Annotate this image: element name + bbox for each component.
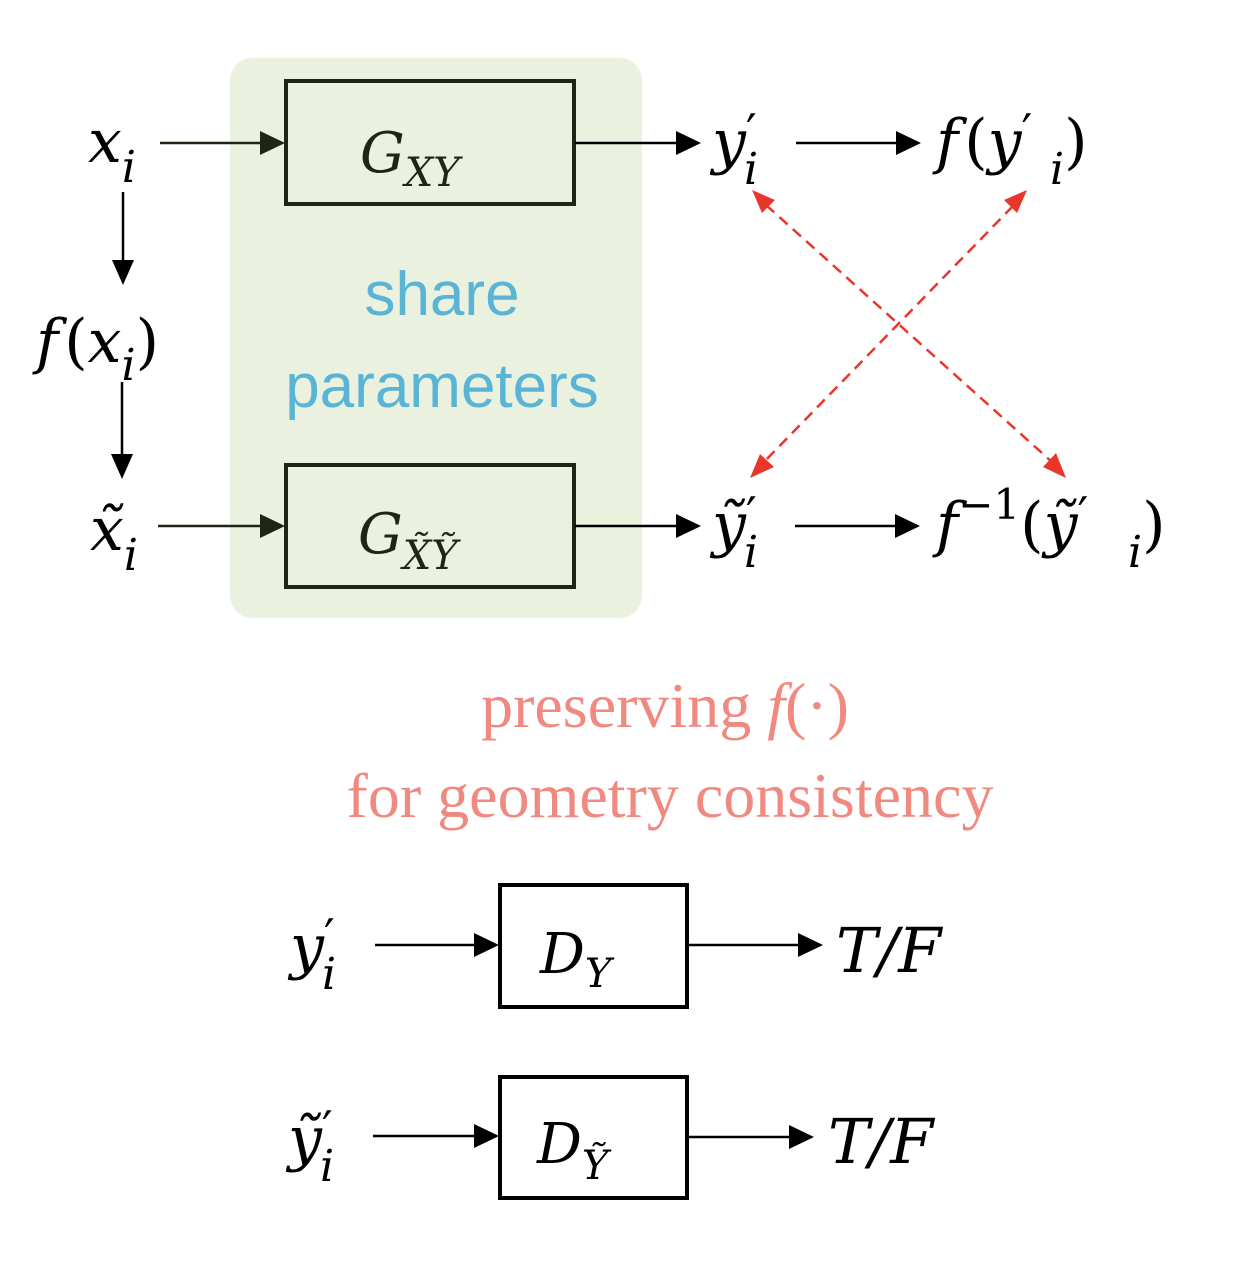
- y-tilde-prime-i-label: ỹ′i: [709, 487, 758, 578]
- discriminator-1-input-base: y: [287, 912, 325, 982]
- arrow-fx-to-x-tilde: [111, 382, 133, 479]
- generator-x-tilde-y-tilde-base: G: [358, 502, 403, 567]
- share-label: share: [364, 260, 519, 329]
- discriminator-1-label: DY: [539, 922, 615, 997]
- shared-parameters-panel: [230, 58, 642, 618]
- arrow-from-discriminator-1: [688, 933, 823, 957]
- y-prime-i-label: y′i: [709, 104, 758, 195]
- arrow-x-to-generator: [160, 131, 285, 155]
- arrow-x-tilde-to-generator: [158, 514, 285, 538]
- caption-preserving: preserving: [481, 670, 767, 741]
- f-of-y-prime-label: f(y′ i): [932, 104, 1088, 195]
- consistency-arrow-f-y-prime-to-y-tilde-prime: [750, 190, 1027, 478]
- discriminator-2-box: [498, 1075, 689, 1200]
- f-of-x-i-open: (: [64, 307, 87, 377]
- f-of-x-i-label: f(xi): [32, 307, 159, 391]
- x-tilde-i-sub: i: [124, 530, 138, 581]
- f-of-y-prime-close: ): [1064, 107, 1087, 177]
- x-tilde-i-base: x̃: [90, 495, 124, 565]
- f-of-x-i-sub: i: [121, 340, 135, 391]
- f-of-y-prime-sub: i: [1050, 144, 1064, 195]
- discriminator-2-sub: Ỹ: [582, 1142, 612, 1189]
- f-of-y-prime-sup: ′: [1022, 104, 1033, 160]
- f-of-x-i-base: x: [88, 307, 122, 377]
- f-inverse-open: (: [1020, 490, 1043, 560]
- caption-line-2: for geometry consistency: [347, 760, 994, 831]
- generator-xy-label: GXY: [360, 121, 463, 196]
- discriminator-1-input-label: y′i: [287, 909, 336, 1000]
- generator-x-tilde-y-tilde-label: GX̃Ỹ: [358, 502, 461, 579]
- discriminator-1-input-sup: ′: [324, 909, 335, 965]
- f-of-x-i-close: ): [136, 307, 159, 377]
- discriminator-2-input-base: ỹ: [285, 1104, 323, 1174]
- arrow-from-discriminator-2: [688, 1125, 814, 1149]
- x-tilde-i-label: x̃i: [90, 495, 138, 581]
- discriminator-2-input-sub: i: [320, 1141, 334, 1192]
- discriminator-2-input-sup: ′: [322, 1101, 333, 1157]
- f-of-y-prime-base: y: [985, 107, 1023, 177]
- generator-x-tilde-y-tilde-sub: X̃Ỹ: [400, 532, 461, 579]
- f-inverse-base: ỹ: [1041, 490, 1079, 560]
- f-of-y-prime-open: (: [964, 107, 987, 177]
- x-i-base: x: [88, 107, 122, 177]
- consistency-arrow-y-prime-to-f-inverse: [752, 190, 1066, 478]
- discriminator-1-box: [498, 883, 689, 1009]
- y-prime-i-sub: i: [744, 144, 758, 195]
- arrow-y-tilde-prime-to-f-inverse: [795, 514, 920, 538]
- discriminator-1-sub: Y: [585, 951, 615, 997]
- discriminator-2-label: DỸ: [536, 1112, 612, 1189]
- generator-xy-sub: XY: [402, 150, 463, 196]
- arrow-generator-to-y-tilde-prime: [575, 514, 701, 538]
- generator-x-tilde-y-tilde-box: [284, 463, 576, 589]
- f-inverse-close: ): [1142, 490, 1165, 560]
- discriminator-2-input-label: ỹ′i: [285, 1101, 334, 1192]
- y-tilde-prime-i-sub: i: [744, 527, 758, 578]
- generator-xy-box: [284, 79, 576, 206]
- arrow-y-prime-to-f: [796, 131, 921, 155]
- y-tilde-prime-i-base: ỹ: [709, 490, 747, 560]
- discriminator-1-input-sub: i: [322, 949, 336, 1000]
- y-prime-i-sup: ′: [746, 104, 757, 160]
- x-i-sub: i: [122, 142, 136, 193]
- x-i-label: xi: [88, 107, 136, 193]
- arrow-x-to-fx: [112, 192, 134, 285]
- discriminator-2-output: T/F: [828, 1105, 935, 1178]
- f-of-y-prime-fn: f: [932, 107, 968, 177]
- discriminator-1-base: D: [539, 922, 585, 987]
- f-inverse-of-y-tilde-prime-label: f−1(ỹ′i): [932, 480, 1166, 578]
- arrow-to-discriminator-1: [375, 933, 499, 957]
- y-tilde-prime-i-sup: ′: [746, 487, 757, 543]
- f-inverse-sup: −1: [958, 480, 1020, 529]
- f-of-x-i-fn: f: [32, 307, 68, 377]
- generator-xy-base: G: [360, 121, 405, 186]
- caption-line-1: preserving f(·): [481, 670, 849, 741]
- parameters-label: parameters: [285, 352, 599, 421]
- f-inverse-arg-sup: ′: [1077, 487, 1088, 543]
- f-inverse-arg-sub: i: [1128, 527, 1142, 578]
- discriminator-1-output: T/F: [836, 914, 943, 987]
- caption-f-arg: (·): [785, 670, 849, 741]
- arrow-to-discriminator-2: [373, 1124, 499, 1148]
- arrow-generator-to-y-prime: [575, 131, 701, 155]
- discriminator-2-base: D: [536, 1112, 582, 1177]
- y-prime-i-base: y: [709, 107, 747, 177]
